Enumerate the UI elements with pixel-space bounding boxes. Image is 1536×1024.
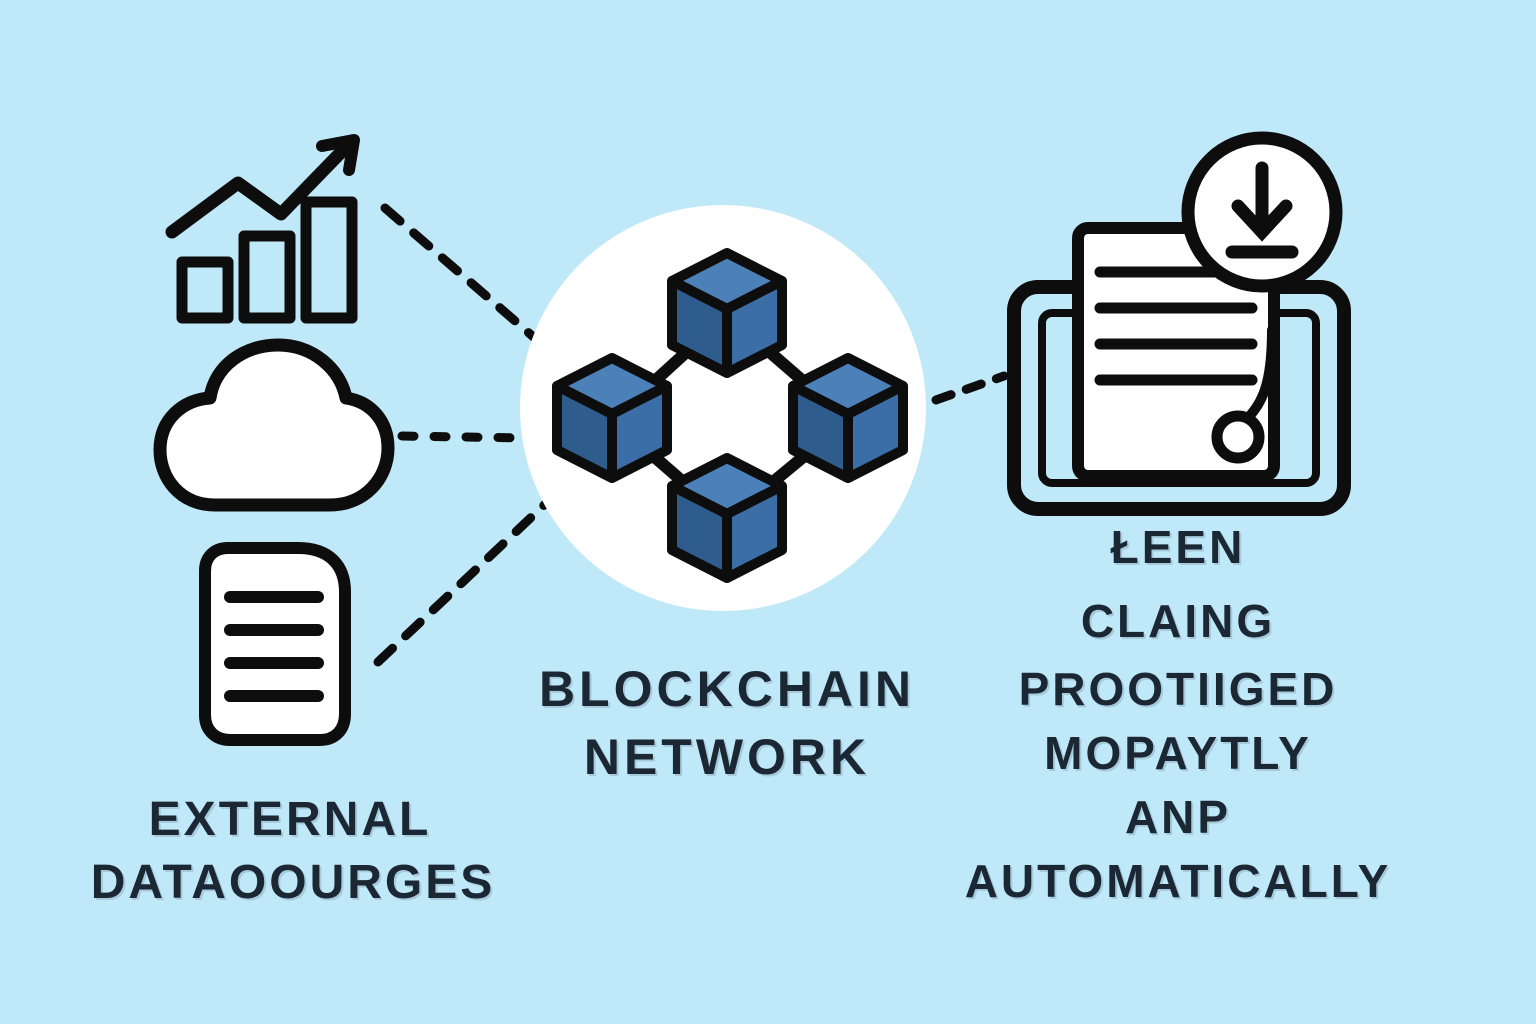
blockchain-cube-bottom bbox=[667, 453, 787, 583]
right-label-line3: PROOTIIGED bbox=[1018, 663, 1338, 715]
blockchain-label-line2: NETWORK bbox=[583, 729, 871, 785]
external-data-label-line1: EXTERNAL bbox=[148, 793, 432, 846]
cloud-icon bbox=[153, 338, 395, 512]
external-data-label-line2: DATAOOURGES bbox=[90, 856, 496, 909]
blockchain-cube-right bbox=[788, 353, 908, 483]
right-label-line1: ŁEEN bbox=[1110, 521, 1246, 573]
connector-document-to-network bbox=[373, 487, 563, 667]
connector-lines bbox=[373, 203, 1009, 667]
clock-download-icon bbox=[1181, 131, 1343, 293]
right-label-line2: CLAING bbox=[1080, 595, 1276, 647]
tablet-contract-icon bbox=[1007, 222, 1351, 516]
connector-barchart-to-network bbox=[380, 203, 565, 365]
blockchain-cube-left bbox=[552, 353, 672, 483]
document-icon bbox=[199, 542, 351, 746]
network-circle bbox=[520, 205, 926, 611]
bar-chart-icon bbox=[165, 134, 360, 324]
connector-network-to-contract bbox=[931, 371, 1009, 405]
right-label-line5: ANP bbox=[1124, 791, 1232, 843]
right-label-line4: MOPAYTLY bbox=[1044, 727, 1312, 779]
connector-cloud-to-network bbox=[397, 431, 533, 443]
right-label-line6: AUTOMATICALLY bbox=[964, 855, 1392, 907]
blockchain-label-line1: BLOCKCHAIN bbox=[538, 661, 916, 717]
blockchain-cube-top bbox=[667, 248, 787, 378]
